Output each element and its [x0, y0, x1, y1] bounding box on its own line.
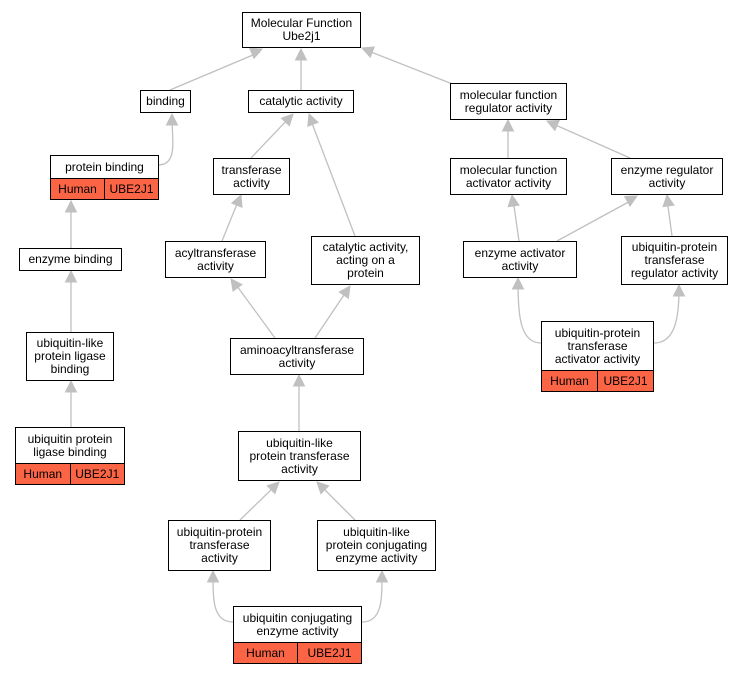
node-label: ubiquitin-like protein transferase activ… — [249, 435, 350, 476]
gene-badge: UBE2J1 — [297, 643, 361, 663]
arrowhead-icon — [501, 118, 515, 132]
edge-acyl-transferase — [221, 198, 240, 242]
go-node-ub-transferase-activator[interactable]: ubiquitin-protein transferase activator … — [541, 321, 654, 392]
node-label: aminoacyltransferase activity — [239, 342, 355, 370]
node-label: enzyme regulator activity — [620, 162, 714, 190]
arrowhead-icon — [280, 113, 294, 127]
node-label: catalytic activity, acting on a protein — [322, 240, 409, 280]
gene-badge: UBE2J1 — [104, 179, 158, 199]
go-node-catalytic-activity[interactable]: catalytic activity — [248, 90, 354, 113]
node-label: Molecular Function Ube2j1 — [250, 16, 353, 43]
go-node-root[interactable]: Molecular Function Ube2j1 — [242, 12, 361, 48]
go-node-enzyme-regulator[interactable]: enzyme regulator activity — [611, 158, 723, 195]
species-badge: Human — [51, 179, 104, 199]
arrowhead-icon — [375, 569, 389, 583]
edge-mfreg-root — [365, 49, 456, 86]
gene-badge: UBE2J1 — [597, 371, 653, 391]
arrowhead-icon — [292, 373, 306, 387]
annotation-row: Human UBE2J1 — [234, 642, 361, 663]
go-node-ub-protein-transferase[interactable]: ubiquitin-protein transferase activity — [168, 520, 271, 571]
arrowhead-icon — [64, 199, 78, 213]
go-node-ubl-conjugating[interactable]: ubiquitin-like protein conjugating enzym… — [317, 520, 436, 571]
go-node-catalytic-on-protein[interactable]: catalytic activity, acting on a protein — [311, 236, 420, 285]
go-node-mf-activator[interactable]: molecular function activator activity — [450, 158, 567, 195]
go-node-ub-conjugating[interactable]: ubiquitin conjugating enzyme activity Hu… — [233, 606, 362, 664]
species-badge: Human — [234, 643, 297, 663]
arrowhead-icon — [230, 278, 243, 293]
node-label: molecular function regulator activity — [459, 87, 558, 115]
arrowhead-icon — [507, 193, 520, 208]
annotation-row: Human UBE2J1 — [16, 463, 124, 484]
annotation-row: Human UBE2J1 — [542, 370, 653, 391]
node-label: molecular function activator activity — [459, 162, 558, 190]
edge-enzact-enzreg — [556, 198, 635, 242]
node-label: catalytic activity — [259, 94, 343, 108]
edge-transferase-catalytic — [250, 116, 291, 159]
node-label: ubiquitin-protein transferase activator … — [554, 325, 641, 366]
arrowhead-icon — [338, 285, 351, 300]
arrowhead-icon — [662, 193, 675, 208]
node-label: ubiquitin protein ligase binding — [27, 431, 113, 459]
arrowhead-icon — [248, 47, 264, 60]
species-badge: Human — [16, 464, 70, 484]
edge-ublconj-ublprot — [319, 484, 356, 521]
arrowhead-icon — [294, 47, 308, 61]
arrowhead-icon — [672, 283, 686, 297]
gene-badge: UBE2J1 — [69, 464, 124, 484]
node-label: enzyme activator activity — [474, 245, 566, 273]
node-label: protein binding — [65, 159, 144, 174]
node-label: acyltransferase activity — [174, 245, 257, 273]
go-node-enzyme-binding[interactable]: enzyme binding — [19, 248, 122, 271]
node-label: enzyme binding — [28, 252, 113, 266]
arrowhead-icon — [545, 119, 561, 132]
edge-enzreg-mfreg — [550, 122, 631, 159]
go-node-ubl-ligase-binding[interactable]: ubiquitin-like protein ligase binding — [26, 332, 114, 381]
arrowhead-icon — [64, 269, 78, 283]
arrowhead-icon — [623, 195, 638, 208]
node-label: ubiquitin-protein transferase regulator … — [630, 240, 719, 280]
arrowhead-icon — [266, 481, 280, 495]
arrowhead-icon — [165, 112, 179, 126]
edge-aminoacyl-acyl — [233, 281, 276, 339]
node-label: transferase activity — [221, 162, 282, 190]
annotation-row: Human UBE2J1 — [51, 178, 158, 199]
go-node-binding[interactable]: binding — [140, 90, 191, 113]
node-label: ubiquitin conjugating enzyme activity — [242, 610, 353, 638]
node-label: ubiquitin-like protein ligase binding — [34, 336, 106, 376]
go-node-acyltransferase[interactable]: acyltransferase activity — [165, 241, 266, 278]
arrowhead-icon — [206, 569, 220, 583]
arrowhead-icon — [230, 193, 243, 209]
edge-aminoacyl-catprot — [314, 288, 349, 339]
node-label: ubiquitin-like protein conjugating enzym… — [325, 525, 428, 565]
arrowhead-icon — [64, 379, 78, 393]
arrowhead-icon — [511, 276, 525, 290]
edge-ubact-enzact — [517, 281, 542, 344]
edge-catprot-catalytic — [309, 117, 356, 237]
go-node-protein-binding[interactable]: protein binding Human UBE2J1 — [50, 155, 159, 200]
go-node-molecular-function-regulator[interactable]: molecular function regulator activity — [450, 83, 567, 120]
arrowhead-icon — [360, 46, 376, 59]
edge-binding-root — [169, 51, 261, 91]
go-node-transferase[interactable]: transferase activity — [213, 158, 290, 195]
arrowhead-icon — [316, 481, 330, 495]
species-badge: Human — [542, 371, 597, 391]
go-node-aminoacyltransferase[interactable]: aminoacyltransferase activity — [230, 338, 364, 375]
go-node-ubl-protein-transferase[interactable]: ubiquitin-like protein transferase activ… — [238, 431, 361, 481]
edge-ubprottrans-ublprot — [239, 484, 277, 521]
go-node-ub-ligase-binding[interactable]: ubiquitin protein ligase binding Human U… — [15, 427, 125, 485]
edge-ubact-ubreg — [653, 288, 680, 344]
node-label: ubiquitin-protein transferase activity — [176, 525, 263, 565]
arrowhead-icon — [307, 112, 319, 127]
go-node-enzyme-activator[interactable]: enzyme activator activity — [463, 241, 577, 278]
node-label: binding — [146, 94, 185, 108]
go-node-ub-transferase-regulator[interactable]: ubiquitin-protein transferase regulator … — [621, 236, 728, 285]
